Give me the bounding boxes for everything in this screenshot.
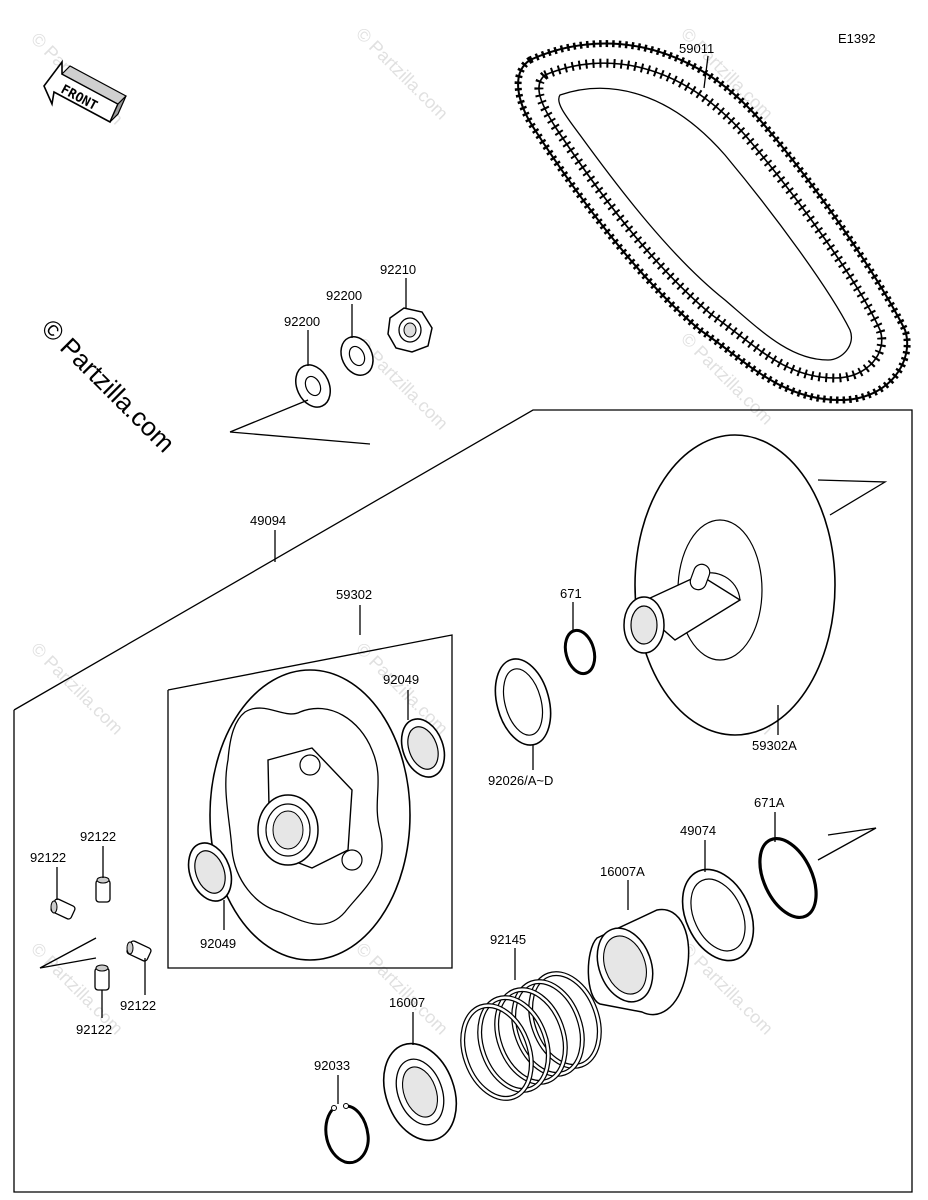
diagram-code: E1392 [838, 31, 876, 46]
frame-line [39, 937, 97, 969]
copyright-label: © Partzilla.com [36, 313, 181, 458]
frame-line [817, 827, 877, 861]
watermark-text: © Partzilla.com [352, 939, 452, 1039]
label-92200-upper: 92200 [326, 288, 362, 303]
nut-92210 [387, 307, 433, 353]
label-92210: 92210 [380, 262, 416, 277]
frame-line [229, 399, 309, 433]
washer-92200-lower [295, 364, 331, 408]
label-92122-left: 92122 [30, 850, 66, 865]
assembly-frame [13, 409, 913, 1193]
label-59302: 59302 [336, 587, 372, 602]
label-92145: 92145 [490, 932, 526, 947]
oil-seal-92049-right [400, 718, 446, 778]
label-49074: 49074 [680, 823, 716, 838]
frame-line [229, 431, 371, 445]
watermark-text: © Partzilla.com [352, 24, 452, 124]
fixed-sheave-59302 [209, 669, 411, 961]
seal-ring-671 [563, 628, 597, 676]
shim-92026 [494, 658, 552, 746]
spring-92145 [460, 971, 602, 1101]
label-92049-left: 92049 [200, 936, 236, 951]
grease-nipple-left [50, 898, 76, 920]
label-92200-lower: 92200 [284, 314, 320, 329]
seal-ring-671A [758, 837, 818, 919]
cam-16007 [382, 1042, 458, 1142]
label-16007A: 16007A [600, 864, 645, 879]
grease-nipple-top [95, 876, 111, 903]
frame-line [817, 479, 888, 516]
drive-belt [514, 40, 911, 404]
label-16007: 16007 [389, 995, 425, 1010]
oil-seal-92049-left [187, 842, 233, 902]
label-59011: 59011 [679, 41, 714, 56]
grease-nipple-right [126, 940, 152, 962]
label-59302A: 59302A [752, 738, 797, 753]
label-671A: 671A [754, 795, 785, 810]
cam-holder-16007A [587, 908, 690, 1016]
movable-sheave-59302A [623, 434, 836, 736]
sheave-frame [167, 634, 453, 969]
grease-nipple-bottom [94, 964, 110, 991]
label-92033: 92033 [314, 1058, 350, 1073]
label-92049-right: 92049 [383, 672, 419, 687]
label-92026: 92026/A~D [488, 773, 553, 788]
label-671: 671 [560, 586, 582, 601]
circlip-92033 [324, 1103, 370, 1165]
label-92122-bottom: 92122 [76, 1022, 112, 1037]
label-49094: 49094 [250, 513, 286, 528]
label-92122-right: 92122 [120, 998, 156, 1013]
leader-line [703, 55, 709, 89]
label-92122-top: 92122 [80, 829, 116, 844]
washer-92200-upper [340, 336, 374, 376]
spacer-ring-49074 [681, 868, 755, 962]
